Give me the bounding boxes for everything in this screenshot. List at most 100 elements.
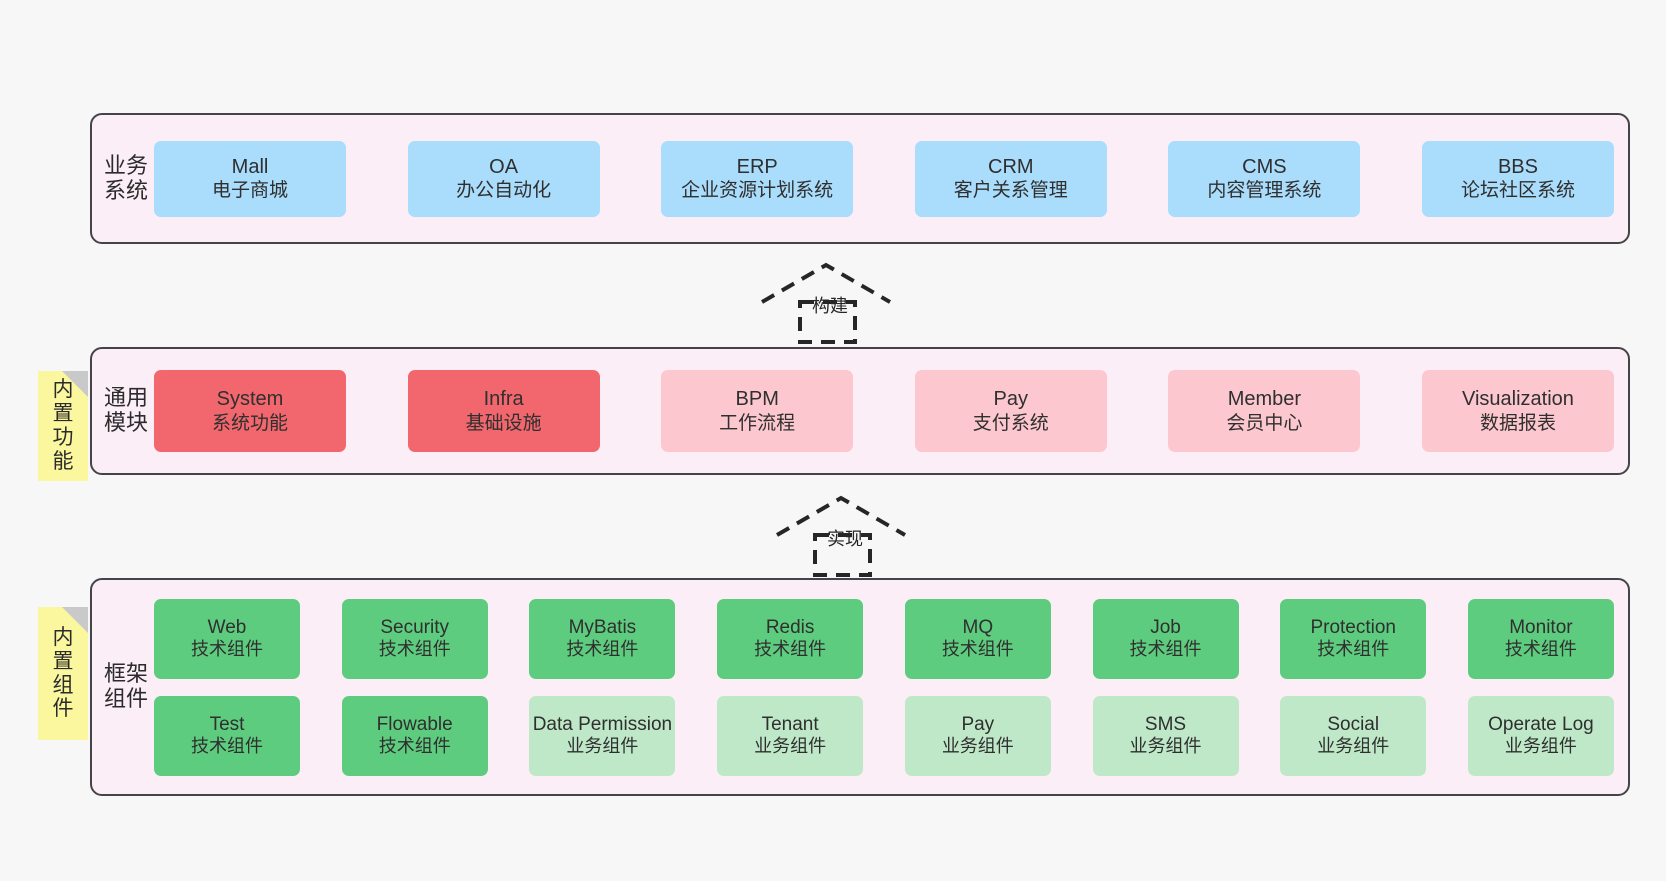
node-label-cn: 技术组件 xyxy=(378,736,451,757)
node-pay-component[interactable]: Pay 业务组件 xyxy=(904,695,1051,776)
node-label-en: Member xyxy=(1227,388,1302,411)
node-member[interactable]: Member 会员中心 xyxy=(1168,370,1361,452)
node-system[interactable]: System 系统功能 xyxy=(154,370,346,452)
node-label-en: Security xyxy=(380,616,450,638)
node-label-cn: 技术组件 xyxy=(378,639,451,660)
node-label-cn: 技术组件 xyxy=(1317,639,1390,660)
node-label-cn: 数据报表 xyxy=(1479,412,1556,434)
node-label-en: Social xyxy=(1327,713,1380,735)
node-crm[interactable]: CRM 客户关系管理 xyxy=(914,140,1107,217)
node-label-en: Data Permission xyxy=(532,713,673,735)
node-label-en: SMS xyxy=(1144,713,1187,735)
connector-implement-icon xyxy=(775,495,907,577)
node-label-en: Job xyxy=(1150,616,1181,638)
node-label-en: CMS xyxy=(1242,155,1287,178)
note-builtin-components: 内置组件 xyxy=(38,607,88,740)
layer-title-framework-component: 框架组件 xyxy=(104,661,149,711)
node-operate-log[interactable]: Operate Log 业务组件 xyxy=(1467,695,1614,776)
node-label-cn: 技术组件 xyxy=(941,639,1014,660)
note-fold-icon xyxy=(62,607,88,633)
node-label-en: Operate Log xyxy=(1488,713,1594,735)
node-label-cn: 技术组件 xyxy=(754,639,827,660)
node-label-en: BBS xyxy=(1497,155,1538,178)
layer-business-system-nodes: Mall 电子商城 OA 办公自动化 ERP 企业资源计划系统 CRM 客户关系… xyxy=(148,115,1628,242)
node-mq[interactable]: MQ 技术组件 xyxy=(904,598,1051,679)
node-pay-module[interactable]: Pay 支付系统 xyxy=(914,370,1107,452)
node-label-cn: 内容管理系统 xyxy=(1207,180,1322,202)
node-label-cn: 会员中心 xyxy=(1226,412,1303,434)
note-label: 内置组件 xyxy=(52,625,74,721)
node-bpm[interactable]: BPM 工作流程 xyxy=(661,370,854,452)
node-label-cn: 办公自动化 xyxy=(456,180,552,202)
node-oa[interactable]: OA 办公自动化 xyxy=(407,140,600,217)
node-label-cn: 技术组件 xyxy=(1504,639,1577,660)
node-label-en: OA xyxy=(489,155,519,178)
layer-title-common-module: 通用模块 xyxy=(104,385,149,435)
connector-build-icon xyxy=(760,262,892,344)
node-label-en: Tenant xyxy=(761,713,819,735)
node-label-cn: 工作流程 xyxy=(719,412,796,434)
node-label-en: System xyxy=(216,388,284,411)
node-label-en: Pay xyxy=(961,713,995,735)
layer-framework-component: 框架组件 Web 技术组件 Security 技术组件 MyBatis 技术组件… xyxy=(90,578,1630,796)
node-sms[interactable]: SMS 业务组件 xyxy=(1092,695,1239,776)
node-web[interactable]: Web 技术组件 xyxy=(154,598,300,679)
node-visualization[interactable]: Visualization 数据报表 xyxy=(1421,370,1614,452)
node-label-cn: 客户关系管理 xyxy=(953,180,1068,202)
node-label-cn: 业务组件 xyxy=(1317,736,1390,757)
node-label-cn: 技术组件 xyxy=(191,736,263,757)
node-label-cn: 业务组件 xyxy=(566,735,639,756)
node-protection[interactable]: Protection 技术组件 xyxy=(1280,598,1427,679)
node-redis[interactable]: Redis 技术组件 xyxy=(717,598,864,679)
layer-framework-component-nodes: Web 技术组件 Security 技术组件 MyBatis 技术组件 Redi… xyxy=(148,580,1628,794)
node-label-en: Infra xyxy=(483,388,524,411)
node-label-en: Monitor xyxy=(1509,616,1573,638)
node-flowable[interactable]: Flowable 技术组件 xyxy=(341,695,488,776)
node-data-permission[interactable]: Data Permission 业务组件 xyxy=(529,695,676,776)
node-label-en: MyBatis xyxy=(568,616,637,638)
node-mybatis[interactable]: MyBatis 技术组件 xyxy=(529,598,676,679)
node-label-cn: 企业资源计划系统 xyxy=(681,180,834,202)
node-label-en: MQ xyxy=(962,616,994,638)
node-tenant[interactable]: Tenant 业务组件 xyxy=(717,695,864,776)
node-label-en: Mall xyxy=(231,155,269,178)
node-label-cn: 技术组件 xyxy=(1129,639,1202,660)
node-label-cn: 系统功能 xyxy=(211,412,288,434)
node-social[interactable]: Social 业务组件 xyxy=(1280,695,1427,776)
node-label-en: ERP xyxy=(736,155,778,178)
node-label-en: CRM xyxy=(988,155,1034,178)
node-label-cn: 论坛社区系统 xyxy=(1460,180,1575,202)
node-label-cn: 业务组件 xyxy=(754,736,827,757)
connector-build-label: 构建 xyxy=(812,296,848,316)
node-label-cn: 支付系统 xyxy=(972,412,1049,434)
node-erp[interactable]: ERP 企业资源计划系统 xyxy=(661,140,854,217)
node-label-en: BPM xyxy=(735,388,779,411)
connector-implement-label: 实现 xyxy=(827,529,863,549)
node-label-cn: 电子商城 xyxy=(211,180,288,202)
node-monitor[interactable]: Monitor 技术组件 xyxy=(1467,598,1614,679)
node-label-cn: 业务组件 xyxy=(1504,736,1577,757)
note-builtin-features: 内置功能 xyxy=(38,371,88,481)
layer-business-system: 业务系统 Mall 电子商城 OA 办公自动化 ERP 企业资源计划系统 CRM… xyxy=(90,113,1630,244)
node-job[interactable]: Job 技术组件 xyxy=(1092,598,1239,679)
node-infra[interactable]: Infra 基础设施 xyxy=(407,370,600,452)
node-test[interactable]: Test 技术组件 xyxy=(154,695,300,776)
node-label-en: Web xyxy=(207,616,247,638)
node-label-en: Test xyxy=(209,713,245,735)
node-mall[interactable]: Mall 电子商城 xyxy=(154,140,346,217)
node-label-cn: 业务组件 xyxy=(941,736,1014,757)
node-cms[interactable]: CMS 内容管理系统 xyxy=(1168,140,1361,217)
node-label-en: Redis xyxy=(765,616,815,638)
framework-row-tech: Web 技术组件 Security 技术组件 MyBatis 技术组件 Redi… xyxy=(154,598,1614,679)
node-label-en: Flowable xyxy=(376,713,453,735)
node-label-cn: 基础设施 xyxy=(465,412,542,434)
node-label-cn: 技术组件 xyxy=(191,639,263,660)
node-label-en: Protection xyxy=(1310,616,1396,638)
node-label-cn: 业务组件 xyxy=(1129,736,1202,757)
node-security[interactable]: Security 技术组件 xyxy=(341,598,488,679)
framework-row-biz: Test 技术组件 Flowable 技术组件 Data Permission … xyxy=(154,695,1614,776)
layer-common-module-nodes: System 系统功能 Infra 基础设施 BPM 工作流程 Pay 支付系统… xyxy=(148,349,1628,473)
node-bbs[interactable]: BBS 论坛社区系统 xyxy=(1421,140,1614,217)
node-label-en: Visualization xyxy=(1462,388,1574,411)
layer-title-business-system: 业务系统 xyxy=(104,152,149,203)
